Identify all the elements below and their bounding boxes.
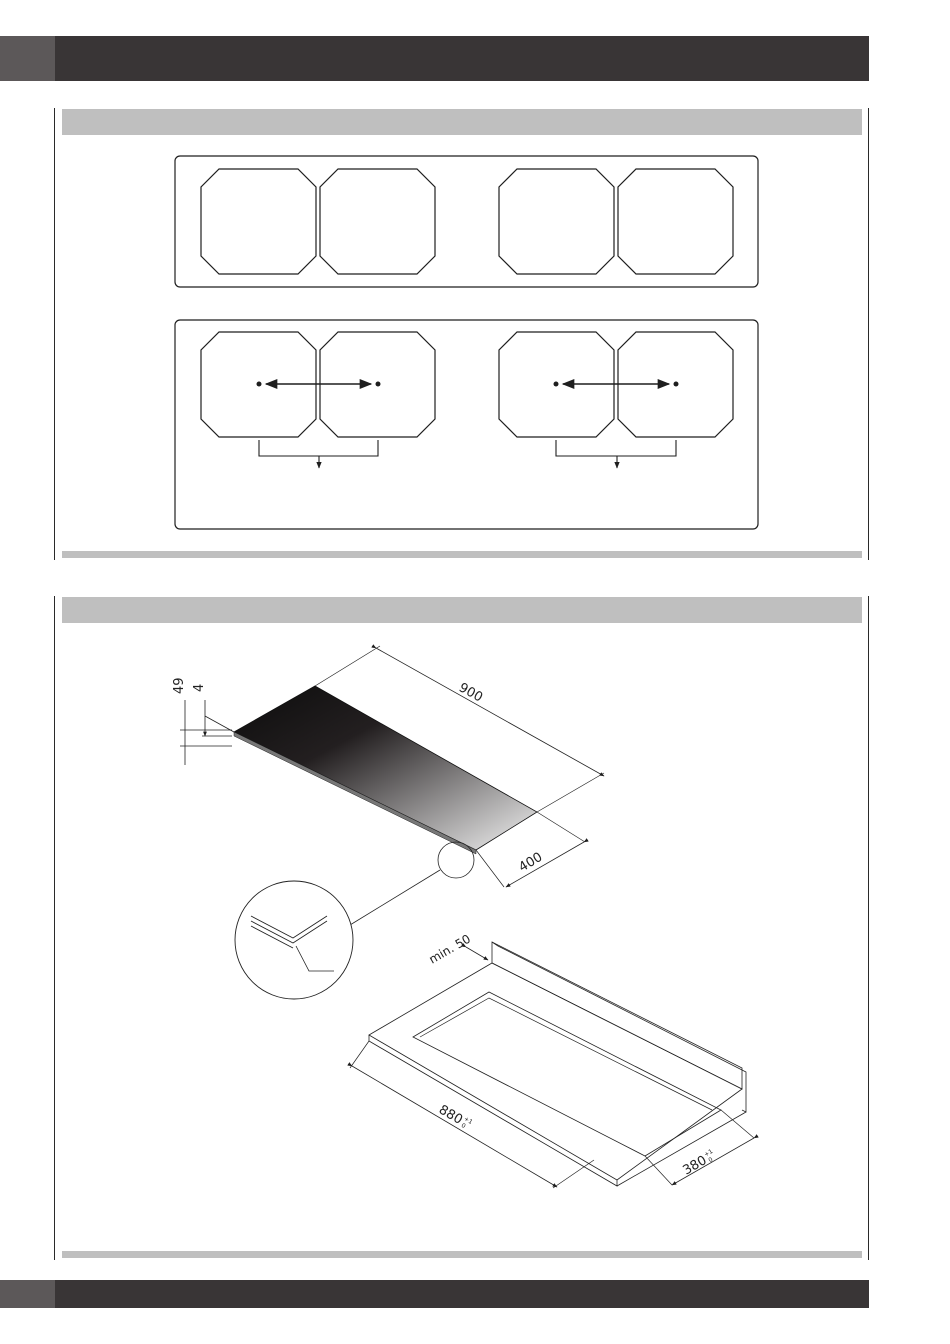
zone-center-dot	[376, 382, 381, 387]
dim-49-label: 49	[172, 677, 187, 694]
dim-880-tol-minus: 0	[460, 1122, 467, 1130]
countertop-cutout	[413, 992, 721, 1156]
dim-extension	[721, 1110, 754, 1138]
dim-extension	[315, 646, 380, 686]
bridge-bracket-left	[259, 440, 378, 456]
bridge-bracket-right	[556, 440, 676, 456]
detail-marker	[438, 842, 474, 878]
dim-880-group: 880 +1 0	[436, 1102, 474, 1133]
countertop-top-surface	[369, 963, 742, 1180]
dim-380-group: 380 +1 0	[681, 1148, 719, 1179]
countertop-back-upstand	[492, 942, 742, 1089]
hob-panel-top	[175, 156, 758, 287]
dim-pointer	[205, 716, 234, 732]
countertop-front-edge	[369, 1035, 617, 1186]
dim-4-label: 4	[192, 684, 207, 692]
dim-min50-label: min. 50	[427, 932, 473, 967]
zone-center-dot	[257, 382, 262, 387]
hob-glass-top	[234, 686, 537, 850]
hob-panel-bridge	[175, 320, 758, 529]
cooking-zone-1	[201, 169, 316, 274]
cooking-zone-3	[499, 169, 614, 274]
dim-900-label: 900	[456, 680, 485, 705]
countertop-cutout-inner	[420, 998, 712, 1110]
detail-magnified	[235, 881, 353, 999]
cooking-zone-4	[618, 169, 733, 274]
dim-extension	[476, 850, 504, 887]
dim-min50-line	[466, 947, 488, 960]
dim-extension	[645, 1156, 672, 1185]
dim-extension	[350, 1041, 369, 1068]
cooking-zone-2	[320, 169, 435, 274]
dim-extension	[537, 773, 604, 812]
zone-center-dot	[554, 382, 559, 387]
dim-380-tol-minus: 0	[707, 1156, 714, 1164]
dim-extension	[537, 812, 585, 842]
zone-center-dot	[674, 382, 679, 387]
dim-400-label: 400	[516, 850, 545, 876]
dim-extension	[553, 1160, 594, 1188]
countertop-side-edge	[617, 1112, 746, 1186]
detail-leader	[350, 870, 440, 925]
figure2-installation-diagram: 900 400 49 4 min. 50	[172, 646, 754, 1188]
